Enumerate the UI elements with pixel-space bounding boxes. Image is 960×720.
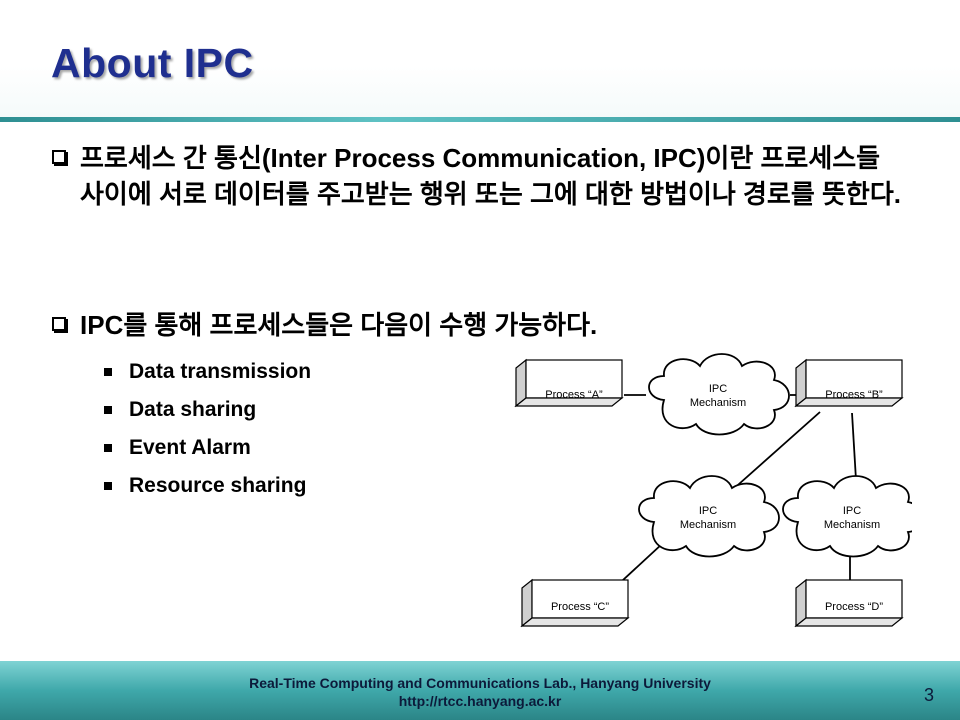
process-b-box: Process “B” (794, 358, 904, 408)
cloud-left-label-2: Mechanism (680, 519, 736, 531)
process-d-box: Process “D” (794, 578, 904, 628)
process-c-label: Process “C” (551, 601, 609, 613)
cloud-right-label-1: IPC (843, 505, 861, 517)
list-item: Data transmission (104, 353, 311, 391)
square-bullet-icon (52, 150, 66, 164)
list-item: Resource sharing (104, 467, 311, 505)
list-item-label: Data sharing (129, 398, 257, 421)
list-item-label: Event Alarm (129, 436, 251, 459)
square-marker-icon (104, 444, 112, 452)
process-a-box: Process “A” (514, 358, 624, 408)
footer-url: http://rtcc.hanyang.ac.kr (398, 693, 562, 709)
ipc-cloud-top: IPC Mechanism (648, 353, 790, 436)
cloud-top-label-2: Mechanism (690, 397, 746, 409)
title-band (0, 0, 960, 120)
title-divider (0, 117, 960, 122)
bullet-1-text: 프로세스 간 통신(Inter Process Communication, I… (80, 143, 901, 209)
cloud-top-label-1: IPC (709, 383, 727, 395)
list-item: Data sharing (104, 391, 311, 429)
cloud-left-label-1: IPC (699, 505, 717, 517)
cloud-right-label-2: Mechanism (824, 519, 880, 531)
bullet-1: 프로세스 간 통신(Inter Process Communication, I… (52, 140, 910, 212)
process-d-label: Process “D” (825, 601, 883, 613)
list-item: Event Alarm (104, 429, 311, 467)
square-bullet-icon (52, 317, 66, 331)
bullet-2-text: IPC를 통해 프로세스들은 다음이 수행 가능하다. (80, 310, 598, 340)
bullet-2: IPC를 통해 프로세스들은 다음이 수행 가능하다. (52, 307, 910, 343)
square-marker-icon (104, 368, 112, 376)
ipc-diagram: Process “A” Process “B” Process “C” Proc… (514, 353, 912, 628)
list-item-label: Data transmission (129, 360, 312, 383)
ipc-cloud-right: IPC Mechanism (782, 475, 912, 558)
square-marker-icon (104, 482, 112, 490)
square-marker-icon (104, 406, 112, 414)
list-item-label: Resource sharing (129, 474, 307, 497)
footer-bar: Real-Time Computing and Communications L… (0, 661, 960, 720)
sub-bullet-list: Data transmission Data sharing Event Ala… (104, 353, 311, 505)
process-b-label: Process “B” (825, 389, 883, 401)
process-c-box: Process “C” (520, 578, 630, 628)
process-a-label: Process “A” (545, 389, 603, 401)
page-number: 3 (924, 685, 935, 705)
ipc-cloud-left: IPC Mechanism (638, 475, 780, 558)
slide-title: About IPC (51, 40, 254, 86)
footer-lab-name: Real-Time Computing and Communications L… (249, 675, 711, 691)
